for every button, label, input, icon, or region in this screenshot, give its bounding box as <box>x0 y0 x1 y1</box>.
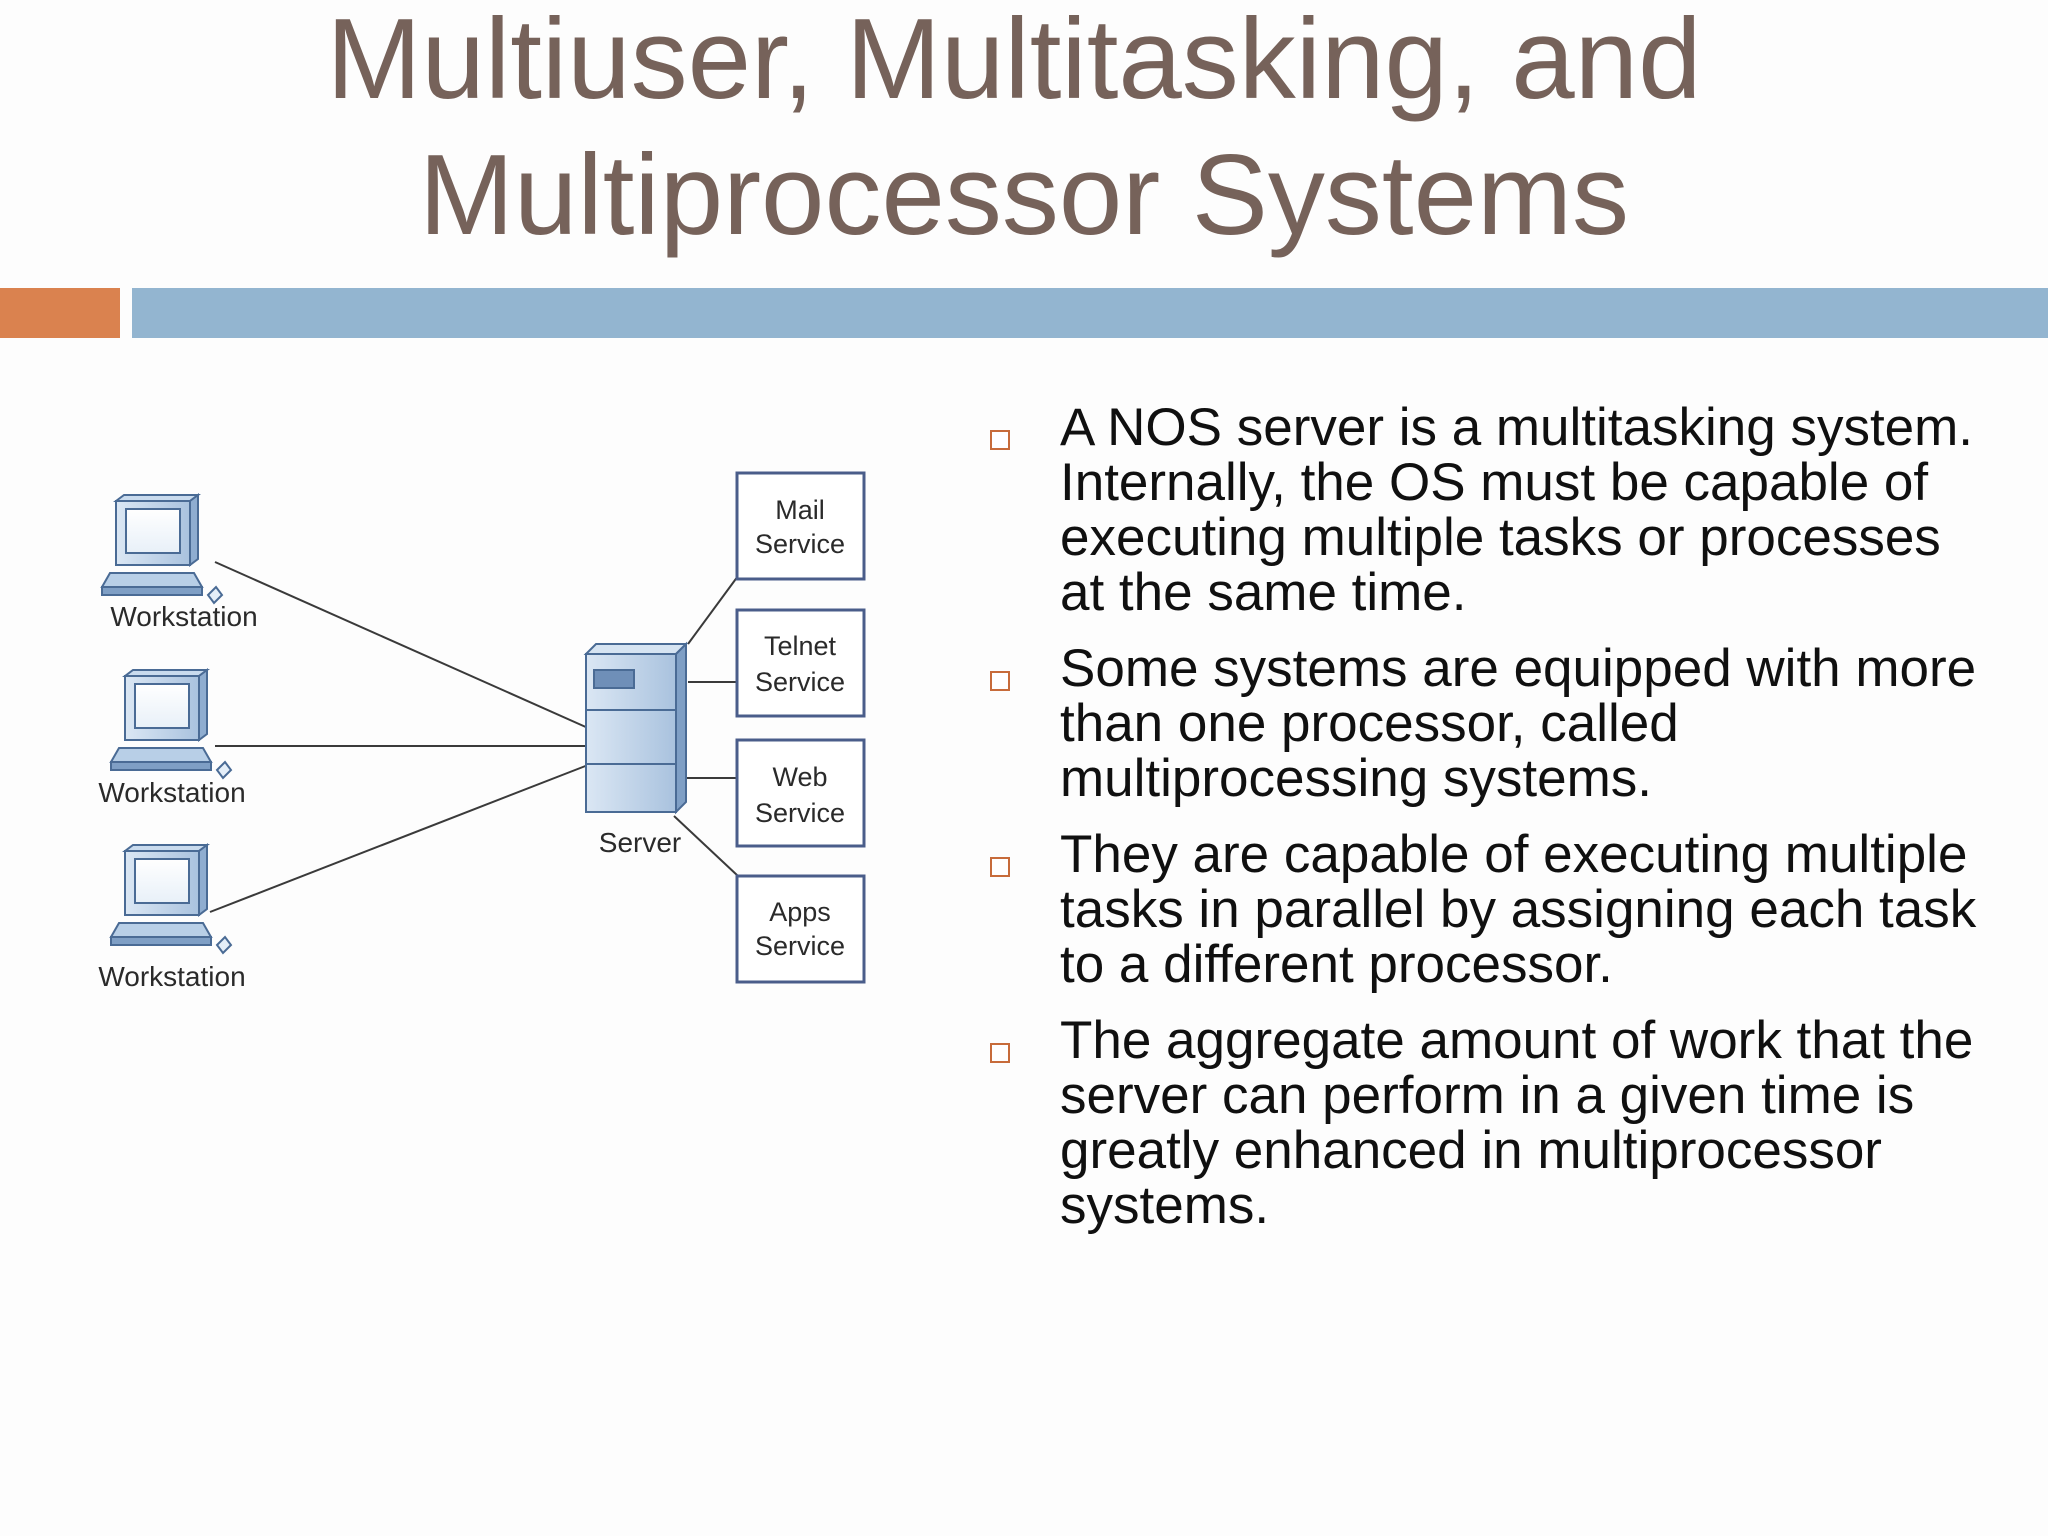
bullet-text: They are capable of executing multiple t… <box>1060 825 1977 994</box>
link-workstation-1 <box>214 561 589 729</box>
hollow-square-bullet-icon <box>990 671 1010 691</box>
bullet-list: A NOS server is a multitasking system. I… <box>988 400 1998 1254</box>
bullet-item: Some systems are equipped with more than… <box>988 641 1998 806</box>
service-web-line2: Service <box>755 798 845 828</box>
hollow-square-bullet-icon <box>990 1043 1010 1063</box>
service-apps-line1: Apps <box>769 897 831 927</box>
bullet-text: The aggregate amount of work that the se… <box>1060 1011 1974 1235</box>
workstation-label-1: Workstation <box>110 601 257 632</box>
server-label: Server <box>599 827 681 858</box>
service-mail-line1: Mail <box>775 495 825 525</box>
service-mail-line2: Service <box>755 529 845 559</box>
server-tower-icon <box>583 641 689 815</box>
service-box-web: Web Service <box>735 738 866 848</box>
workstation-label-3: Workstation <box>98 961 245 992</box>
network-diagram-svg: Workstation Workstation <box>98 471 866 992</box>
accent-bar <box>0 288 120 338</box>
workstation-icon <box>109 843 233 955</box>
link-apps <box>673 815 739 877</box>
bullet-item: The aggregate amount of work that the se… <box>988 1013 1998 1233</box>
service-telnet-line2: Service <box>755 667 845 697</box>
connection-lines <box>209 561 739 913</box>
bullet-item: They are capable of executing multiple t… <box>988 827 1998 992</box>
service-box-telnet: Telnet Service <box>735 608 866 718</box>
service-telnet-line1: Telnet <box>764 631 837 661</box>
bullet-text: Some systems are equipped with more than… <box>1060 639 1977 808</box>
workstation-label-2: Workstation <box>98 777 245 808</box>
bullet-item: A NOS server is a multitasking system. I… <box>988 400 1998 620</box>
title-line-1: Multiuser, Multitasking, and <box>326 0 1702 123</box>
link-mail <box>687 575 739 645</box>
hollow-square-bullet-icon <box>990 430 1010 450</box>
service-box-apps: Apps Service <box>735 874 866 984</box>
service-apps-line2: Service <box>755 931 845 961</box>
link-workstation-3 <box>209 764 589 913</box>
service-box-mail: Mail Service <box>735 471 866 581</box>
hollow-square-bullet-icon <box>990 857 1010 877</box>
workstation-icon <box>100 493 224 605</box>
title-line-2: Multiprocessor Systems <box>419 132 1629 259</box>
service-web-line1: Web <box>772 762 827 792</box>
slide-title: Multiuser, Multitasking, and Multiproces… <box>0 0 2048 264</box>
bullet-text: A NOS server is a multitasking system. I… <box>1060 398 1974 622</box>
header-divider-bar <box>132 288 2048 338</box>
network-diagram: Workstation Workstation <box>80 440 900 1020</box>
workstation-icon <box>109 668 233 780</box>
